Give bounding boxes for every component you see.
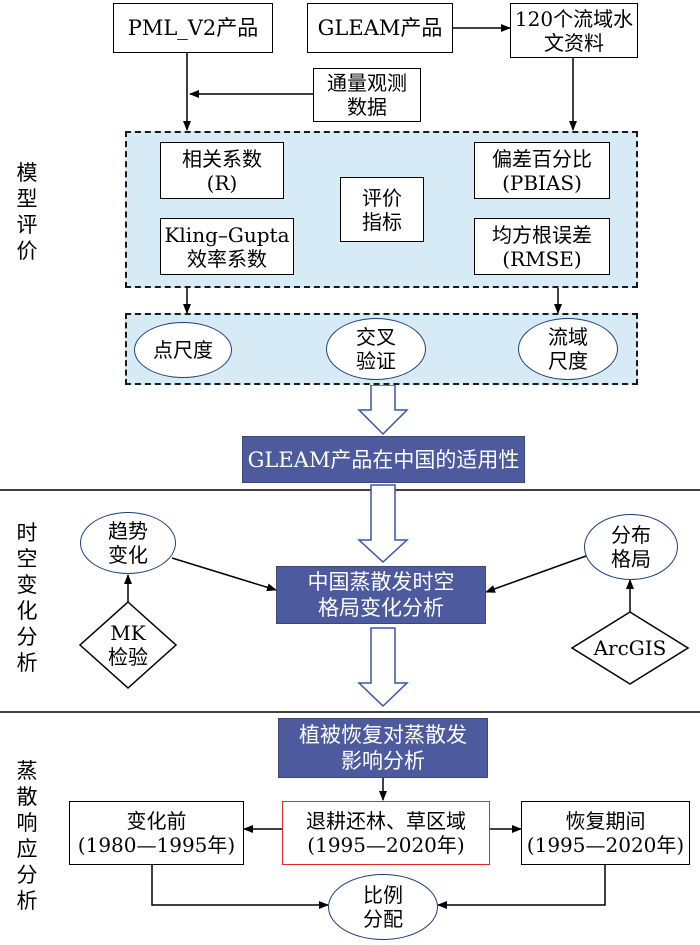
correlation-coefficient-box: 相关系数 (R) (160, 142, 284, 199)
hollow-arrow-2 (357, 484, 409, 564)
cross-validation-ellipse: 交叉 验证 (326, 318, 426, 380)
hollow-arrow-3 (357, 627, 409, 708)
arrow-restore-to-ratio (437, 865, 606, 909)
vegetation-impact-box: 植被恢复对蒸散发 影响分析 (278, 718, 488, 778)
arcgis-label: ArcGIS (593, 636, 667, 660)
point-scale-ellipse: 点尺度 (134, 322, 232, 378)
kge-box: Kling–Gupta 效率系数 (160, 218, 294, 275)
gleam-box: GLEAM产品 (307, 3, 453, 53)
mk-diamond (78, 600, 178, 690)
rmse-box: 均方根误差 (RMSE) (474, 218, 610, 275)
section-label-et-response: 蒸 散 响 应 分 析 (16, 759, 38, 913)
et-pattern-analysis-box: 中国蒸散发时空 格局变化分析 (276, 566, 486, 624)
restoration-period-box: 恢复期间 (1995—2020年) (521, 801, 690, 865)
section-label-model-eval: 模 型 评 价 (16, 161, 38, 263)
mk-test-label: MK 检验 (108, 621, 148, 669)
arrow-trend-to-pattern (171, 557, 277, 592)
pml-v2-box: PML_V2产品 (113, 3, 273, 53)
trend-change-ellipse: 趋势 变化 (80, 512, 176, 574)
arrow-dist-to-pattern (485, 555, 587, 593)
distribution-pattern-ellipse: 分布 格局 (584, 514, 678, 580)
arrow-before-to-ratio (151, 865, 329, 909)
hollow-arrow-1 (357, 384, 409, 436)
basin-scale-ellipse: 流域 尺度 (518, 318, 618, 380)
ratio-allocation-ellipse: 比例 分配 (328, 874, 438, 940)
flux-observation-box: 通量观测 数据 (313, 68, 421, 122)
gleam-applicability-box: GLEAM产品在中国的适用性 (242, 436, 525, 483)
arcgis-diamond (570, 611, 690, 685)
section-label-spatiotemporal: 时 空 变 化 分 析 (16, 521, 38, 675)
evaluation-indicator-box: 评价 指标 (340, 177, 424, 242)
pbias-box: 偏差百分比 (PBIAS) (474, 142, 610, 199)
before-change-box: 变化前 (1980—1995年) (69, 801, 244, 865)
regreening-area-box: 退耕还林、草区域 (1995—2020年) (282, 801, 490, 865)
basin-hydro-data-box: 120个流域水 文资料 (510, 3, 638, 58)
